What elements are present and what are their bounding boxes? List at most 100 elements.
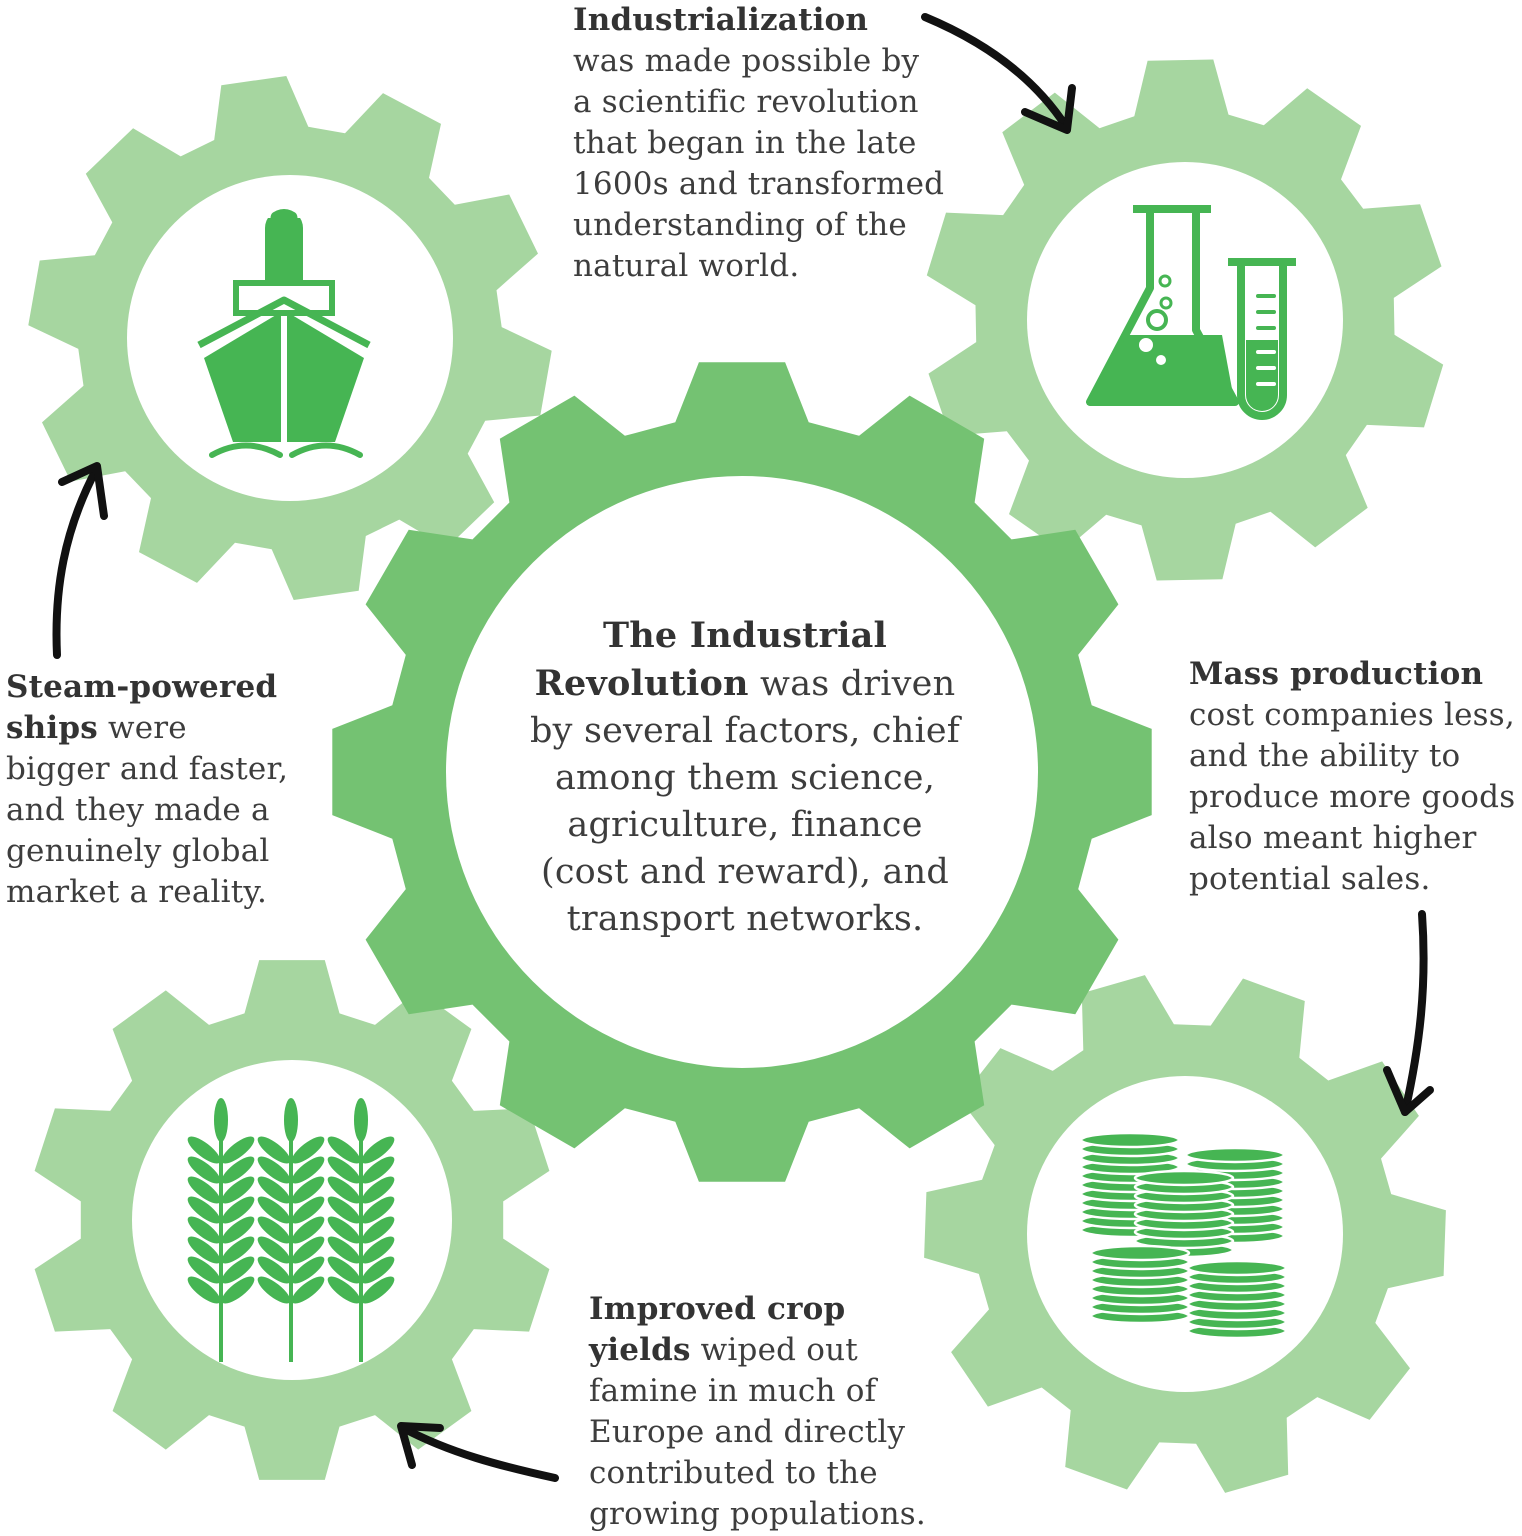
wheat-grain xyxy=(214,1098,228,1142)
wheat-grain xyxy=(327,1156,361,1184)
arrows xyxy=(52,13,1434,1482)
wheat-grain xyxy=(291,1256,325,1284)
wheat-grain xyxy=(291,1196,325,1224)
central-line: transport networks. xyxy=(566,899,924,939)
crop-yields-title-cont: yields xyxy=(589,1332,691,1368)
mass-production-line: produce more goods xyxy=(1189,779,1516,815)
coin xyxy=(1186,1259,1288,1277)
steam-ships-line: bigger and faster, xyxy=(6,751,289,787)
ship-icon xyxy=(197,202,371,458)
wheat-grain xyxy=(291,1216,325,1244)
central-line: by several factors, chief xyxy=(530,711,960,751)
mass-production-line: potential sales. xyxy=(1189,861,1431,897)
wheat-grain xyxy=(187,1136,221,1164)
wheat-grain xyxy=(327,1176,361,1204)
wheat-grain xyxy=(187,1216,221,1244)
arrow-to-wheat-gear xyxy=(399,1424,559,1482)
wheat-grain xyxy=(361,1176,395,1204)
arrow-to-coins-gear-head xyxy=(1383,1066,1434,1116)
test-tube-icon xyxy=(1228,258,1296,420)
steam-ships-line: genuinely global xyxy=(6,833,270,869)
arrow-to-ship-gear xyxy=(52,464,101,659)
central-title: The Industrial xyxy=(602,615,888,656)
wheat-grain xyxy=(354,1098,368,1142)
wheat-grain xyxy=(221,1196,255,1224)
arrow-to-science-gear-head xyxy=(1021,84,1076,134)
coin xyxy=(1133,1169,1235,1187)
center-gear-hub xyxy=(446,476,1038,1068)
wheat-grain xyxy=(361,1196,395,1224)
wheat-grain xyxy=(257,1136,291,1164)
wheat-grain xyxy=(257,1196,291,1224)
wheat-grain xyxy=(187,1196,221,1224)
steam-ships-line: market a reality. xyxy=(6,874,268,910)
central-line: was driven xyxy=(748,664,956,704)
wheat-grain xyxy=(187,1236,221,1264)
industrialization-line: a scientific revolution xyxy=(573,84,919,120)
arrow-to-ship-gear-head xyxy=(58,462,108,520)
wheat-grain xyxy=(327,1136,361,1164)
industrialization-line: understanding of the xyxy=(573,207,907,243)
steam-ships-line: were xyxy=(97,710,187,746)
crop-yields-title: Improved crop xyxy=(589,1291,846,1327)
wheat-grain xyxy=(291,1176,325,1204)
wheat-grain xyxy=(291,1236,325,1264)
wheat-grain xyxy=(187,1176,221,1204)
industrialization-text: Industrialization was made possible by a… xyxy=(573,0,944,287)
wheat-grain xyxy=(221,1236,255,1264)
wheat-grain xyxy=(361,1136,395,1164)
wheat-grain xyxy=(221,1156,255,1184)
industrialization-line: was made possible by xyxy=(573,43,920,79)
wheat-grain xyxy=(187,1276,221,1304)
wheat-grain xyxy=(291,1276,325,1304)
wheat-grain xyxy=(257,1176,291,1204)
coin xyxy=(1184,1146,1286,1164)
crop-yields-text: Improved crop yields wiped out famine in… xyxy=(589,1289,926,1535)
arrow-to-wheat-gear-head xyxy=(397,1422,444,1469)
wheat-grain xyxy=(361,1236,395,1264)
industrialization-title: Industrialization xyxy=(573,2,869,38)
wheat-grain xyxy=(361,1276,395,1304)
wheat-grain xyxy=(291,1156,325,1184)
wheat-grain xyxy=(291,1136,325,1164)
coin xyxy=(1089,1244,1191,1262)
wheat-grain xyxy=(221,1276,255,1304)
wheat-grain xyxy=(327,1256,361,1284)
wheat-grain xyxy=(361,1256,395,1284)
central-line: (cost and reward), and xyxy=(541,852,949,892)
wheat-grain xyxy=(284,1098,298,1142)
wheat-grain xyxy=(257,1236,291,1264)
steam-ships-title: Steam-powered xyxy=(6,669,278,705)
steam-ships-title-cont: ships xyxy=(6,710,98,746)
mass-production-title: Mass production xyxy=(1189,656,1484,692)
arrow-to-science-gear xyxy=(921,13,1071,132)
wheat-grain xyxy=(361,1156,395,1184)
wheat-grain xyxy=(257,1216,291,1244)
crop-yields-line: famine in much of xyxy=(589,1373,877,1409)
wheat-grain xyxy=(327,1196,361,1224)
wheat-grain xyxy=(257,1256,291,1284)
wheat-grain xyxy=(221,1136,255,1164)
wheat-grain xyxy=(221,1176,255,1204)
wheat-grain xyxy=(257,1276,291,1304)
wheat-grain xyxy=(187,1156,221,1184)
crop-yields-line: wiped out xyxy=(690,1332,858,1368)
industrialization-line: that began in the late xyxy=(573,125,917,161)
mass-production-line: cost companies less, xyxy=(1189,697,1515,733)
industrialization-line: natural world. xyxy=(573,248,800,284)
wheat-grain xyxy=(221,1216,255,1244)
wheat-grain xyxy=(361,1216,395,1244)
wheat-grain xyxy=(327,1216,361,1244)
arrow-to-coins-gear xyxy=(1401,910,1428,1116)
steam-ships-line: and they made a xyxy=(6,792,270,828)
wheat-grain xyxy=(257,1156,291,1184)
coin-stacks-icon xyxy=(1079,1131,1288,1340)
central-line: agriculture, finance xyxy=(567,805,923,845)
mass-production-text: Mass production cost companies less, and… xyxy=(1189,654,1515,900)
wheat-grain xyxy=(327,1236,361,1264)
coin xyxy=(1079,1131,1181,1149)
crop-yields-line: contributed to the xyxy=(589,1455,878,1491)
wheat-grain xyxy=(327,1276,361,1304)
flask-icon xyxy=(1086,205,1239,406)
